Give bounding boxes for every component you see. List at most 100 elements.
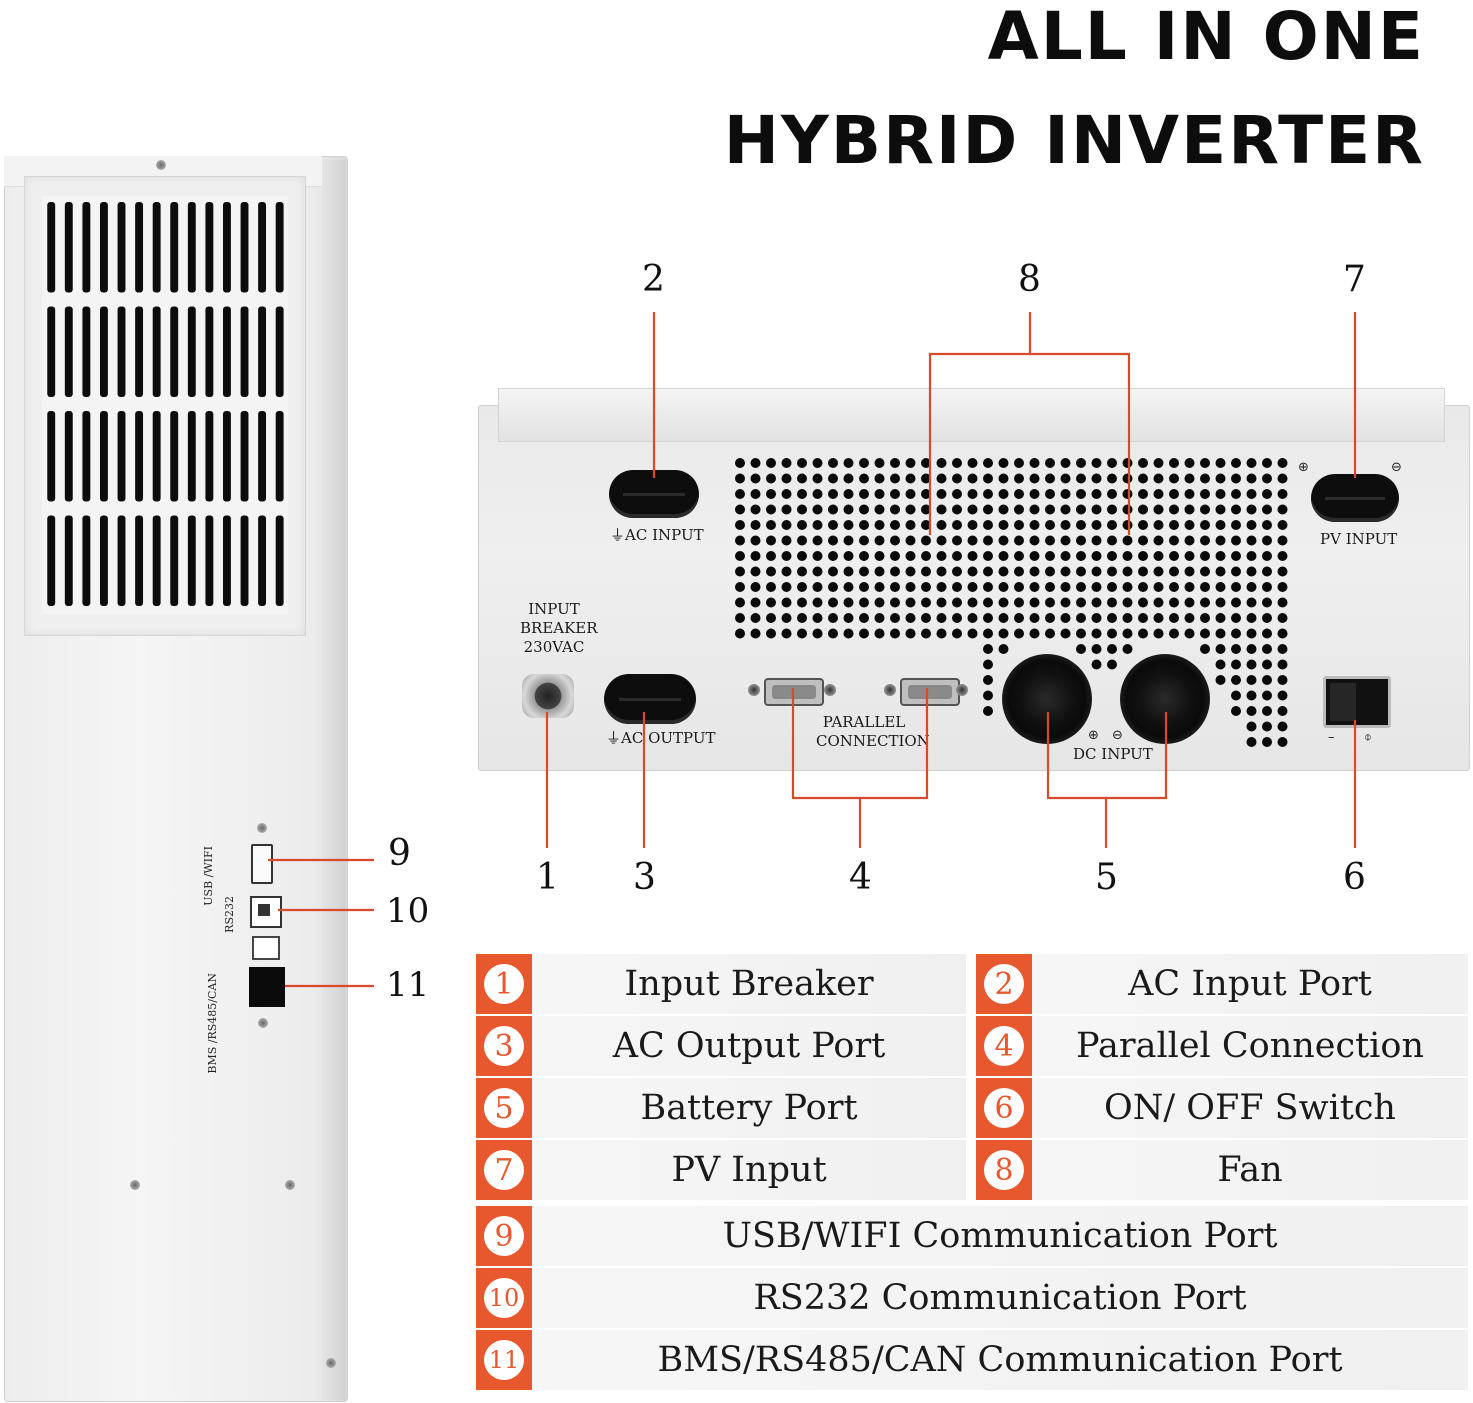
fan-hole (1262, 520, 1272, 530)
vent-slot (258, 202, 267, 293)
fan-hole (1215, 535, 1226, 546)
fan-hole (1045, 551, 1055, 561)
fan-hole (1153, 489, 1164, 499)
fan-hole (1215, 613, 1226, 623)
screw-icon (257, 823, 267, 833)
fan-hole (983, 520, 993, 530)
fan-hole (1246, 551, 1257, 561)
parallel-connection-label: PARALLEL CONNECTION (816, 713, 930, 751)
fan-hole (890, 535, 900, 546)
fan-hole (1184, 597, 1195, 608)
fan-hole (1246, 489, 1257, 499)
fan-hole (750, 535, 761, 546)
legend-row: 10 RS232 Communication Port (476, 1268, 1468, 1328)
fan-hole (1277, 597, 1288, 608)
fan-hole (843, 566, 854, 577)
legend-badge: 2 (976, 954, 1032, 1014)
fan-hole (1262, 489, 1272, 499)
fan-hole (1231, 520, 1241, 530)
fan-hole (1169, 520, 1179, 530)
legend-number: 10 (484, 1278, 524, 1318)
fan-hole (983, 551, 993, 561)
fan-hole (874, 613, 885, 623)
fan-hole (1200, 613, 1210, 623)
callout-number-6: 6 (1343, 857, 1366, 898)
legend-row: 7 PV Input (476, 1140, 966, 1200)
fan-hole (905, 582, 916, 592)
fan-hole (1029, 473, 1040, 484)
fan-hole (998, 520, 1009, 530)
vent-slot (258, 411, 267, 502)
fan-hole (952, 628, 962, 639)
fan-hole (874, 597, 885, 608)
vent-slot (240, 411, 249, 502)
ac-output-port (604, 674, 696, 724)
legend-label: ON/ OFF Switch (1104, 1088, 1396, 1128)
fan-hole (828, 504, 838, 515)
fan-hole (797, 628, 807, 639)
legend-badge: 11 (476, 1330, 532, 1390)
fan-hole (890, 551, 900, 561)
fan-hole (766, 551, 776, 561)
fan-hole (750, 489, 761, 499)
fan-hole (1045, 504, 1055, 515)
fan-hole (1262, 644, 1272, 654)
fan-hole (781, 458, 792, 468)
fan-hole (1215, 582, 1226, 592)
fan-hole (1246, 659, 1257, 670)
fan-hole (952, 551, 962, 561)
callout-number-4: 4 (849, 857, 872, 898)
legend-row: 3 AC Output Port (476, 1016, 966, 1076)
pv-input-label: PV INPUT (1320, 530, 1398, 548)
fan-hole (890, 613, 900, 623)
fan-hole (812, 504, 823, 515)
fan-hole (781, 613, 792, 623)
fan-hole (1153, 535, 1164, 546)
fan-hole (750, 473, 761, 484)
fan-hole (874, 551, 885, 561)
parallel-label-line-1: PARALLEL (822, 713, 906, 731)
fan-hole (983, 644, 993, 654)
fan-hole (936, 628, 947, 639)
fan-hole (1184, 551, 1195, 561)
fan-hole (1231, 644, 1241, 654)
fan-hole (1215, 628, 1226, 639)
fan-hole (1153, 613, 1164, 623)
fan-hole (1138, 582, 1148, 592)
fan-hole (1153, 628, 1164, 639)
breaker-label-line-1: INPUT (528, 600, 580, 618)
fan-hole (781, 504, 792, 515)
fan-hole (952, 504, 962, 515)
fan-hole (905, 597, 916, 608)
legend-label: Parallel Connection (1076, 1026, 1424, 1066)
legend-number: 4 (984, 1026, 1024, 1066)
fan-hole (1262, 535, 1272, 546)
fan-hole (936, 458, 947, 468)
fan-hole (952, 613, 962, 623)
fan-hole (983, 613, 993, 623)
fan-hole (1200, 582, 1210, 592)
fan-hole (998, 566, 1009, 577)
fan-hole (1231, 489, 1241, 499)
fan-hole (1215, 504, 1226, 515)
fan-hole (1045, 597, 1055, 608)
fan-hole (874, 566, 885, 577)
screw-icon (748, 684, 760, 696)
fan-hole (1262, 737, 1272, 747)
fan-hole (859, 535, 869, 546)
fan-hole (1091, 489, 1102, 499)
fan-hole (828, 613, 838, 623)
fan-hole (1215, 489, 1226, 499)
fan-hole (890, 566, 900, 577)
rs232-port (250, 896, 282, 928)
fan-hole (1277, 721, 1288, 732)
fan-hole (828, 489, 838, 499)
vent-slot (275, 202, 284, 293)
legend-number: 3 (484, 1026, 524, 1066)
legend-label: AC Output Port (612, 1026, 886, 1066)
fan-hole (874, 535, 885, 546)
fan-hole (1045, 566, 1055, 577)
fan-hole (1029, 489, 1040, 499)
fan-hole (797, 613, 807, 623)
screw-icon (956, 684, 968, 696)
